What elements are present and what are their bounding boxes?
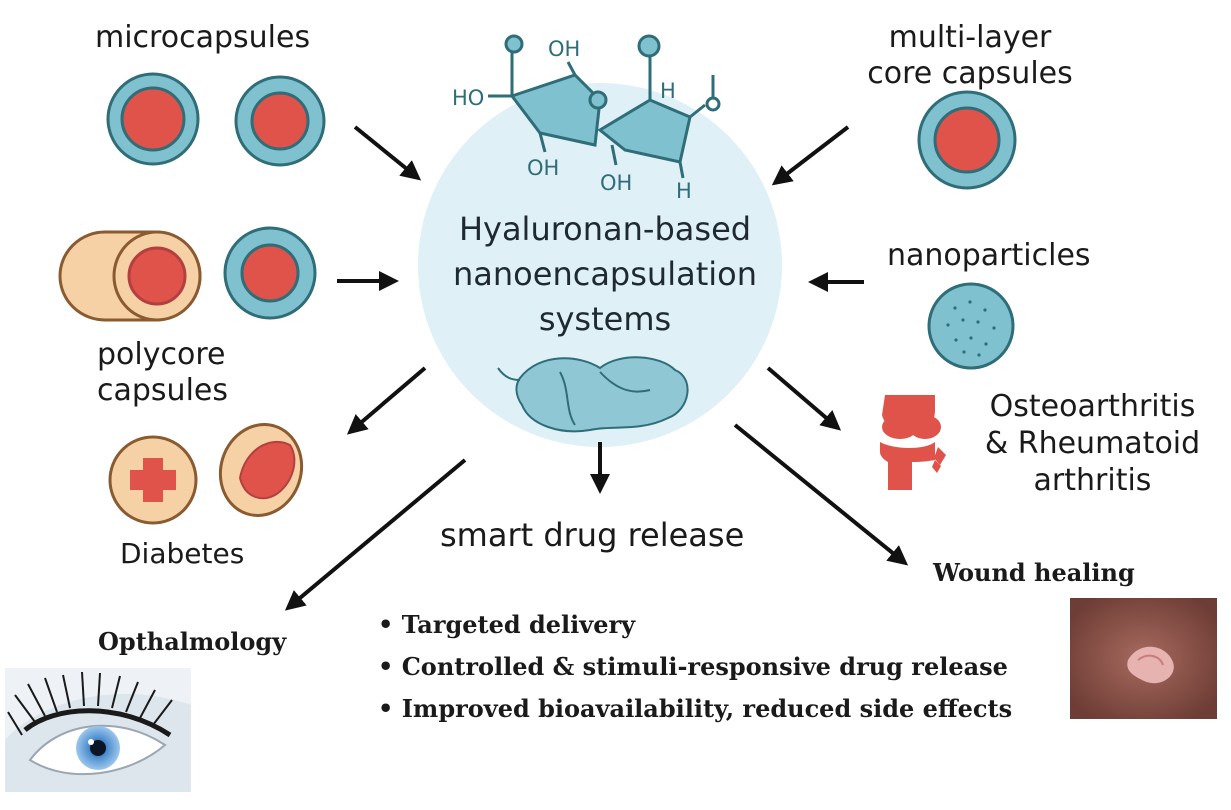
label-polycore-line: capsules [97,373,228,408]
label-multilayer-line: core capsules [867,56,1073,91]
center-title-line: nanoencapsulation [453,255,757,293]
molecule-label-ho: HO [452,86,484,110]
benefit-text: Controlled & stimuli-responsive drug rel… [401,652,1008,681]
label-smart-release: smart drug release [440,516,745,554]
label-microcapsules: microcapsules [95,20,311,55]
hydrogel-cluster-icon [497,356,689,433]
eye-photo [5,668,191,792]
center-title: Hyaluronan-based nanoencapsulation syste… [420,207,790,342]
hyaluronan-molecule-icon [488,34,721,179]
microcapsule-icon [106,72,326,167]
label-wound-healing: Wound healing [933,558,1135,587]
diabetes-icon [108,423,304,525]
arrow-arthritis [766,366,842,431]
joint-icon [880,395,946,490]
center-title-line: Hyaluronan-based [458,210,752,248]
polycore-capsule-icon [58,230,202,322]
label-polycore: polycore capsules [97,337,228,409]
arrow-multilayer [771,125,850,186]
label-arthritis-line: arthritis [1033,463,1152,498]
label-arthritis-line: & Rheumatoid [984,426,1201,461]
center-circle [418,83,782,447]
arrow-microcapsules [353,125,422,181]
center-title-line: systems [538,300,672,338]
benefits-list: • Targeted delivery • Controlled & stimu… [378,604,1012,730]
benefit-text: Improved bioavailability, reduced side e… [401,694,1013,723]
label-multilayer: multi-layer core capsules [855,20,1085,92]
molecule-label-oh-right: OH [600,171,632,195]
nanoparticle-icon [927,282,1015,370]
arrows [284,125,909,611]
molecule-label-h-bottom: H [676,179,692,203]
arrow-ophthalmology [284,458,467,611]
label-arthritis-line: Osteoarthritis [989,389,1196,424]
multilayer-capsule-icon [917,90,1017,190]
label-ophthalmology: Opthalmology [98,627,287,656]
arrow-wound [733,423,909,566]
label-polycore-line: polycore [97,337,226,372]
polycore-capsule-icon [223,226,317,320]
label-arthritis: Osteoarthritis & Rheumatoid arthritis [975,388,1210,499]
wound-photo [1070,598,1217,719]
label-diabetes: Diabetes [120,537,245,570]
benefit-item: • Improved bioavailability, reduced side… [378,694,1013,723]
label-multilayer-line: multi-layer [888,20,1052,55]
benefit-item: • Targeted delivery [378,610,636,639]
label-nanoparticles: nanoparticles [887,238,1091,273]
molecule-label-oh-left: OH [527,156,559,180]
benefit-item: • Controlled & stimuli-responsive drug r… [378,652,1008,681]
benefit-text: Targeted delivery [401,610,636,639]
molecule-label-oh-top: OH [548,37,580,61]
molecule-label-h-top: H [660,79,676,103]
arrow-diabetes [346,366,427,435]
